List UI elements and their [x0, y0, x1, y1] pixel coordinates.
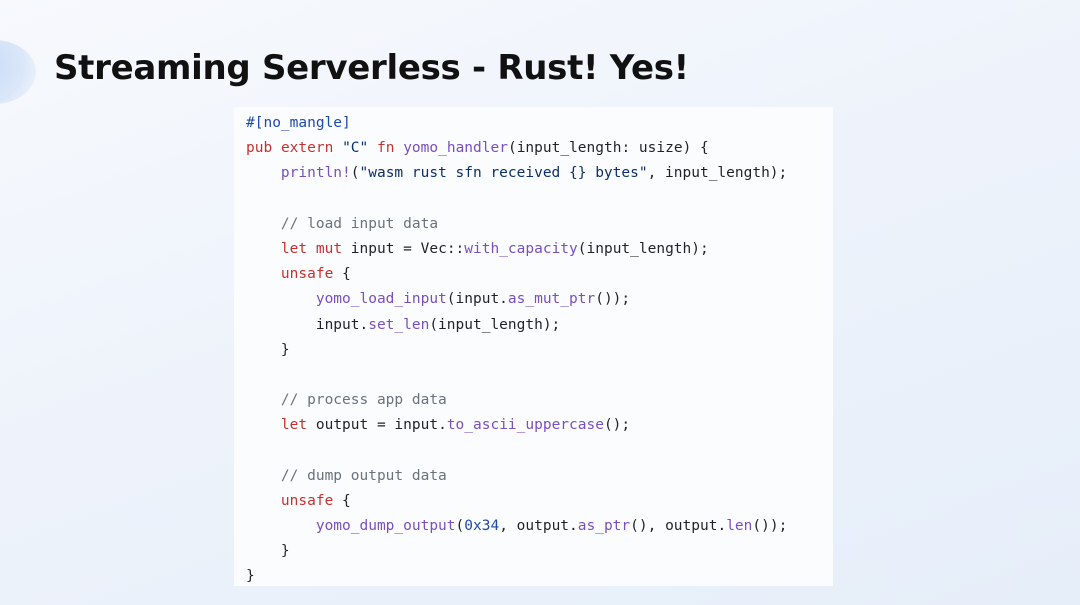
code-line: }	[246, 539, 787, 564]
code-line: yomo_load_input(input.as_mut_ptr());	[246, 287, 787, 312]
code-line: }	[246, 564, 787, 589]
code-line: yomo_dump_output(0x34, output.as_ptr(), …	[246, 514, 787, 539]
code-token: input.	[246, 316, 369, 333]
code-token: (input_length);	[429, 316, 561, 333]
code-token: }	[246, 543, 290, 560]
code-token: #[no_mangle]	[246, 115, 351, 131]
code-token: ());	[595, 291, 631, 308]
code-token	[246, 493, 281, 509]
code-token: to_ascii_uppercase	[446, 417, 604, 434]
code-token	[246, 165, 281, 181]
code-line	[246, 363, 787, 388]
code-line	[246, 438, 787, 463]
code-token	[333, 140, 342, 156]
code-token: set_len	[368, 316, 430, 333]
code-token: fn	[377, 140, 395, 157]
code-token: {	[333, 266, 351, 283]
code-token	[368, 140, 377, 156]
code-token: (input_length);	[577, 240, 709, 257]
code-line: unsafe {	[246, 489, 787, 514]
code-line: unsafe {	[246, 262, 787, 287]
code-token: extern	[280, 140, 334, 157]
code-token: as_ptr	[577, 518, 631, 534]
code-token: , output.	[499, 518, 578, 534]
code-token	[246, 291, 316, 307]
code-line: }	[246, 338, 787, 363]
code-line: let mut input = Vec::with_capacity(input…	[246, 237, 787, 262]
decorative-blob	[0, 40, 36, 104]
code-token: yomo_handler	[403, 140, 508, 157]
code-token: // dump output data	[246, 467, 447, 484]
code-token: yomo_dump_output	[315, 518, 456, 534]
code-token: ());	[752, 518, 788, 534]
code-token	[394, 140, 403, 156]
code-token: "C"	[342, 140, 369, 157]
code-token: println!	[280, 165, 351, 182]
code-token: // load input data	[246, 215, 439, 232]
code-token: yomo_load_input	[315, 291, 447, 308]
code-token: , input_length);	[647, 165, 788, 182]
code-token	[307, 241, 316, 257]
code-line: // load input data	[246, 212, 787, 237]
slide-title: Streaming Serverless - Rust! Yes!	[54, 48, 689, 88]
code-token: (input_length: usize) {	[507, 140, 709, 157]
code-token	[246, 417, 281, 433]
code-token: let	[280, 240, 308, 257]
code-token: {	[333, 492, 351, 509]
code-token: (input.	[446, 291, 508, 308]
code-line: input.set_len(input_length);	[246, 313, 787, 338]
code-token: mut	[315, 240, 343, 257]
code-line: // dump output data	[246, 464, 787, 489]
code-token: input = Vec::	[342, 240, 465, 257]
code-token: ();	[603, 417, 631, 434]
code-line: println!("wasm rust sfn received {} byte…	[246, 161, 787, 186]
code-token: let	[280, 417, 308, 434]
code-token: unsafe	[280, 492, 334, 509]
code-token: (), output.	[630, 518, 727, 534]
code-token: "wasm rust sfn received {} bytes"	[359, 165, 648, 182]
code-token: }	[246, 568, 255, 585]
code-token: 0x34	[464, 518, 500, 534]
code-token	[246, 518, 316, 534]
code-token: unsafe	[280, 266, 334, 283]
code-token	[272, 140, 281, 156]
code-token: pub	[246, 140, 273, 157]
code-listing: #[no_mangle]pub extern "C" fn yomo_handl…	[246, 111, 787, 590]
code-token: output = input.	[307, 417, 447, 434]
code-token: with_capacity	[464, 240, 578, 257]
code-token	[246, 266, 281, 282]
code-token: }	[246, 341, 290, 358]
code-line: #[no_mangle]	[246, 111, 787, 136]
code-token: (	[455, 518, 465, 534]
code-line: // process app data	[246, 388, 787, 413]
code-block: #[no_mangle]pub extern "C" fn yomo_handl…	[234, 107, 833, 586]
code-token: len	[726, 518, 753, 534]
code-token: as_mut_ptr	[507, 291, 596, 308]
code-token: (	[350, 165, 360, 182]
code-line	[246, 187, 787, 212]
code-line: pub extern "C" fn yomo_handler(input_len…	[246, 136, 787, 161]
code-line: let output = input.to_ascii_uppercase();	[246, 413, 787, 438]
code-token	[246, 241, 281, 257]
code-token: // process app data	[246, 392, 447, 409]
